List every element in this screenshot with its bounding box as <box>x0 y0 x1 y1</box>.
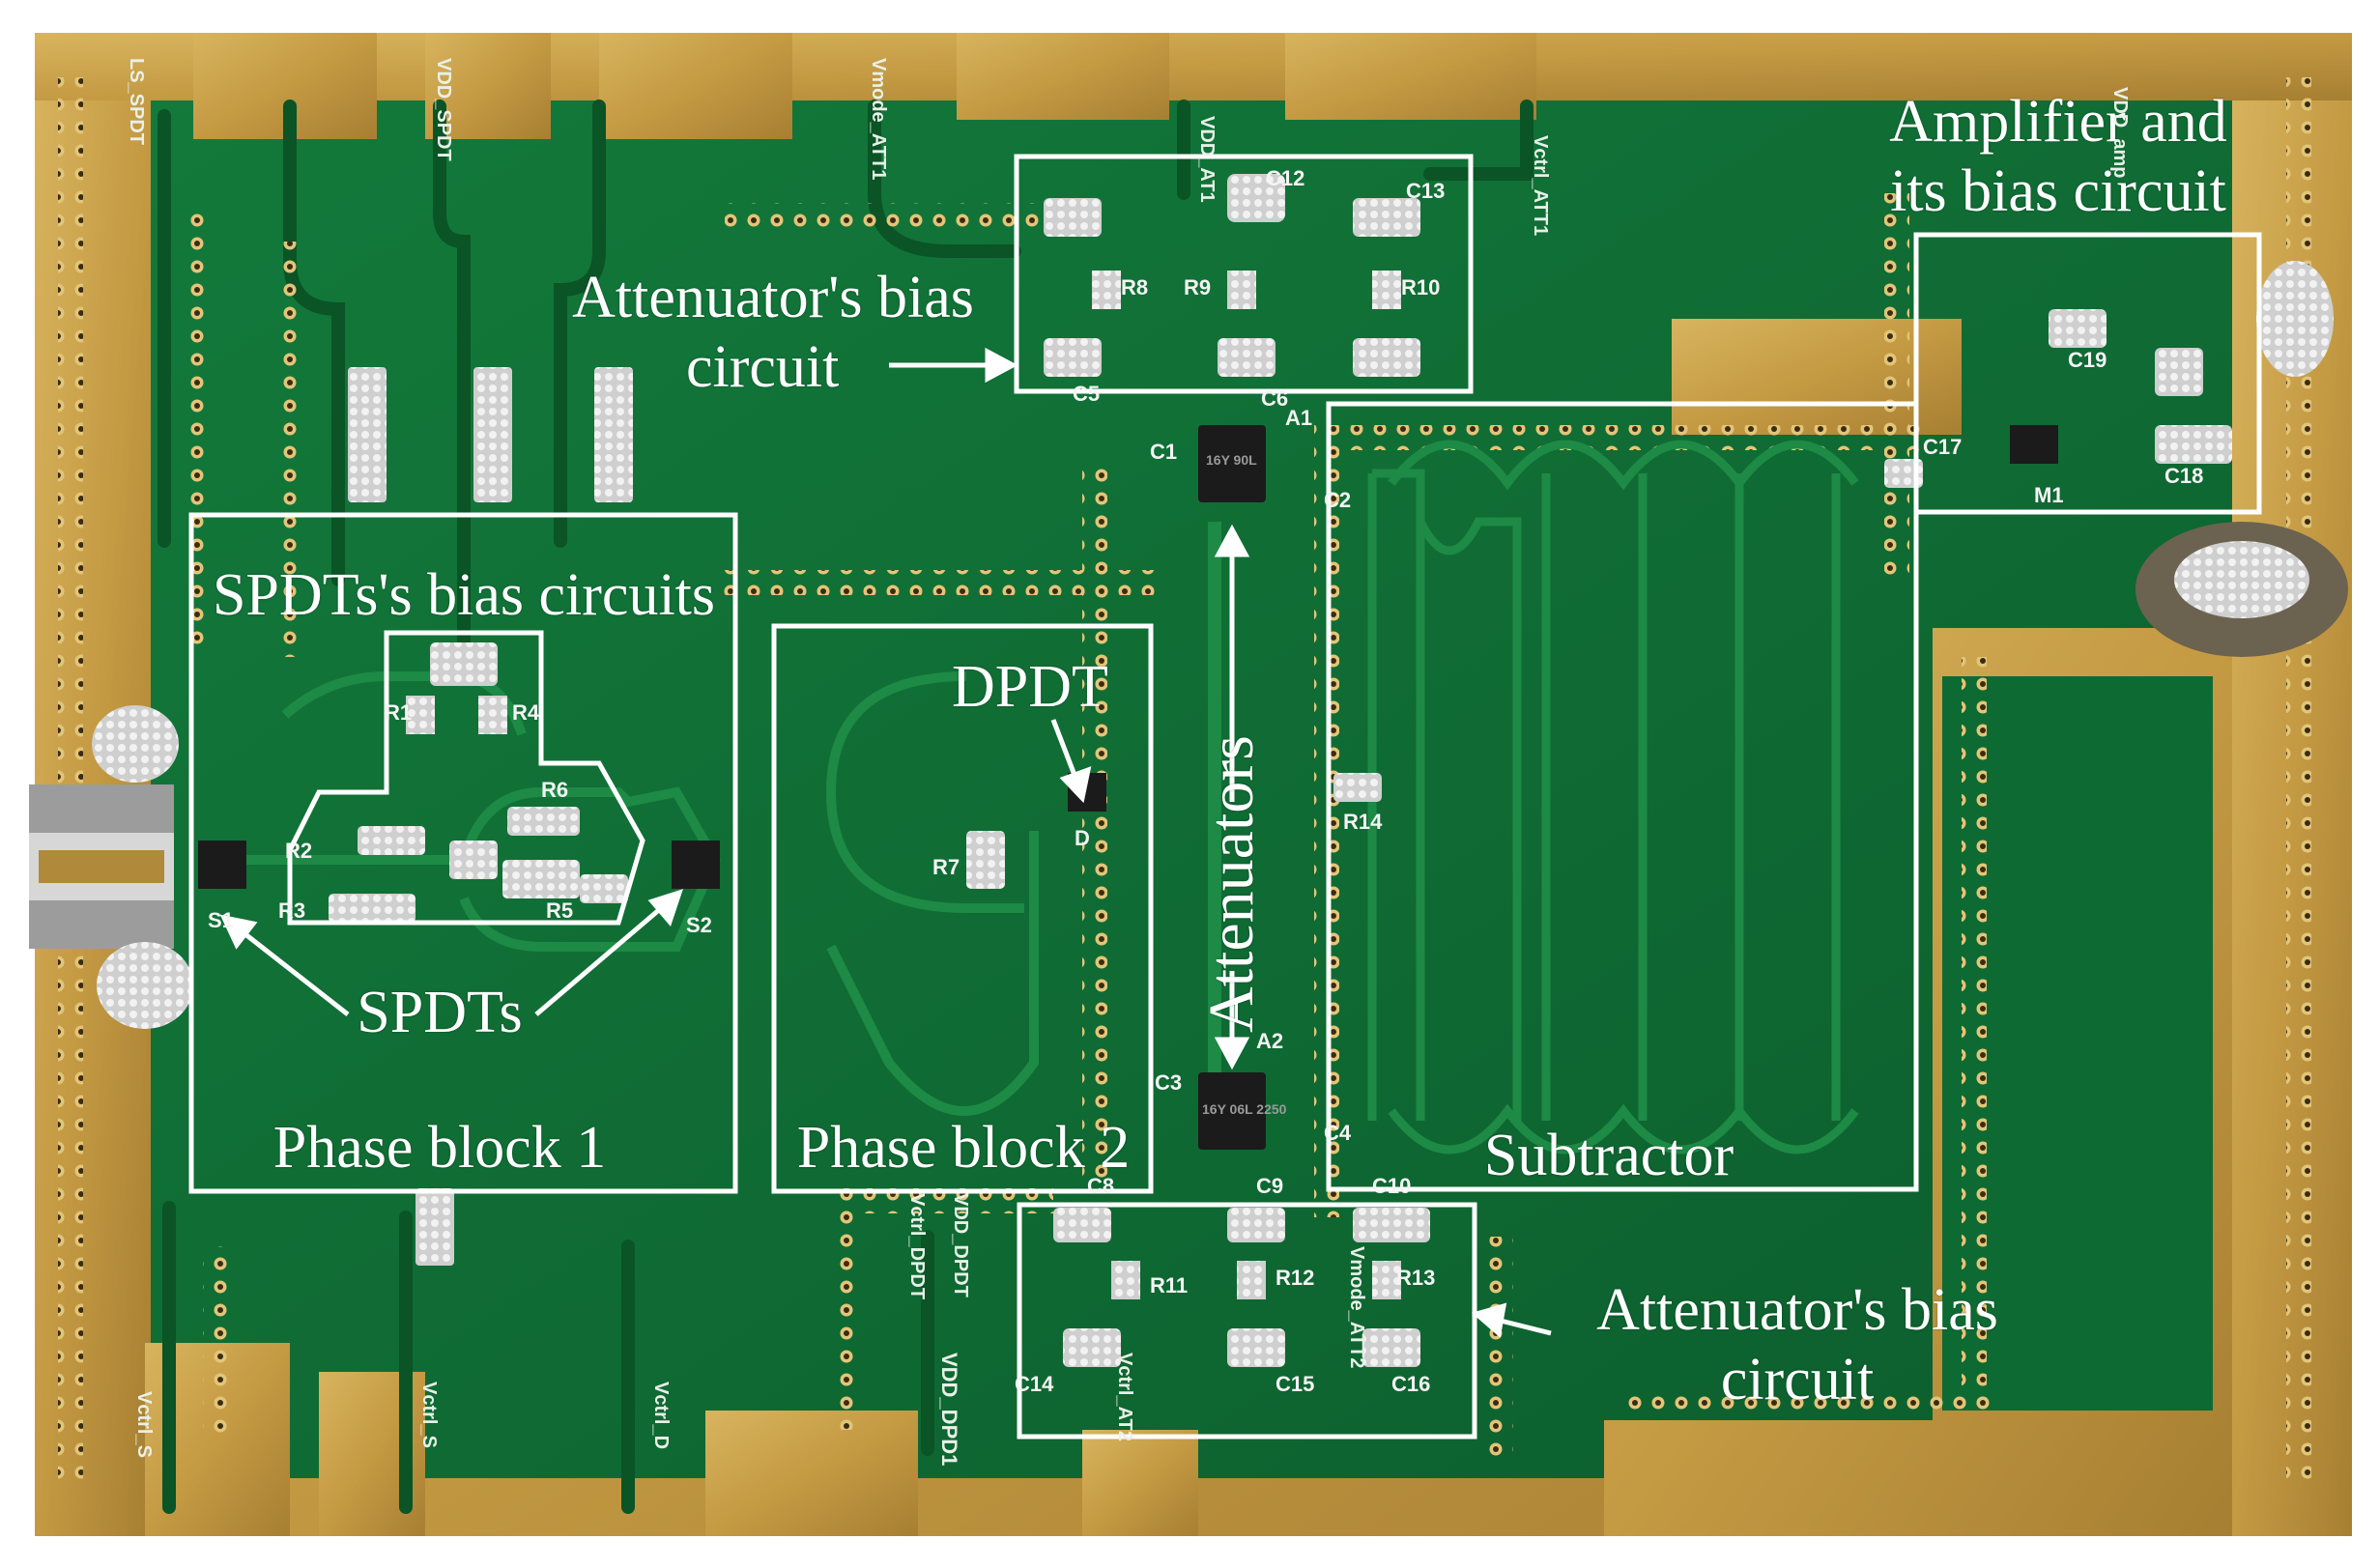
pcb-photo <box>29 33 2352 1536</box>
